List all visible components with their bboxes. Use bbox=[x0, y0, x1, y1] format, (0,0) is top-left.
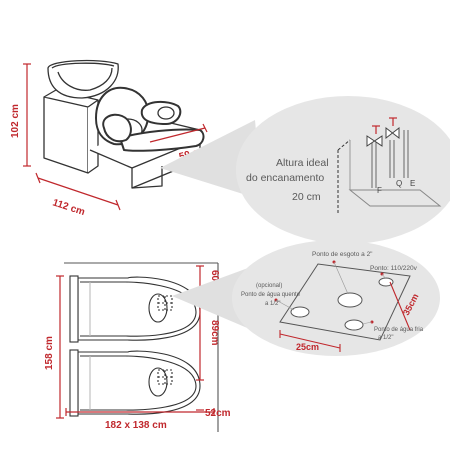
cabinet bbox=[43, 96, 89, 174]
chair-outline-2 bbox=[77, 350, 201, 415]
seat bbox=[119, 128, 205, 152]
dim-182: 182 x 138 cm bbox=[105, 420, 167, 431]
detail-height: 20 cm bbox=[292, 191, 321, 203]
width-25-label: 25cm bbox=[296, 342, 319, 352]
dim-158: 158 cm bbox=[44, 336, 55, 370]
chair-perspective bbox=[43, 59, 205, 189]
optional-label-1: (opcional) bbox=[256, 283, 282, 289]
height-label: 102 cm bbox=[10, 104, 21, 138]
floor-plan bbox=[64, 262, 219, 432]
top-dimension-lines bbox=[23, 63, 208, 211]
optional-label-3: a 1/2" bbox=[265, 301, 280, 307]
floor-points-detail: Ponto de esgoto a 2" Ponto: 110/220v (op… bbox=[232, 240, 440, 356]
power-label: Ponto: 110/220v bbox=[370, 265, 418, 272]
dim-52: 52cm bbox=[205, 408, 231, 419]
valve-icon bbox=[366, 126, 400, 147]
zoom-wedge-bottom bbox=[172, 268, 252, 330]
detail-title-1: Altura ideal bbox=[276, 157, 329, 169]
drain-point bbox=[337, 292, 363, 308]
pipe-e-label: E bbox=[410, 179, 415, 188]
dim-89: 89cm bbox=[209, 320, 220, 346]
cold-label-2: a 1/2" bbox=[378, 335, 393, 341]
drain-label: Ponto de esgoto a 2" bbox=[312, 251, 373, 258]
hot-water-point bbox=[290, 306, 310, 318]
power-point bbox=[378, 277, 394, 287]
cold-water-point bbox=[344, 319, 364, 331]
cold-label-1: Ponto de água fria bbox=[374, 327, 424, 333]
optional-label-2: Ponto de água quente bbox=[241, 292, 301, 298]
plumbing-detail: F Q E Altura ideal do encanamento 20 cm bbox=[236, 96, 450, 244]
pipe-f-label: F bbox=[377, 186, 382, 195]
chair-outline-1 bbox=[77, 276, 201, 341]
pipe-q-label: Q bbox=[396, 179, 402, 188]
armrest-right bbox=[102, 113, 132, 143]
zoom-wedge bbox=[160, 120, 262, 200]
width-label: 112 cm bbox=[51, 197, 86, 218]
detail-title-2: do encanamento bbox=[246, 172, 324, 184]
